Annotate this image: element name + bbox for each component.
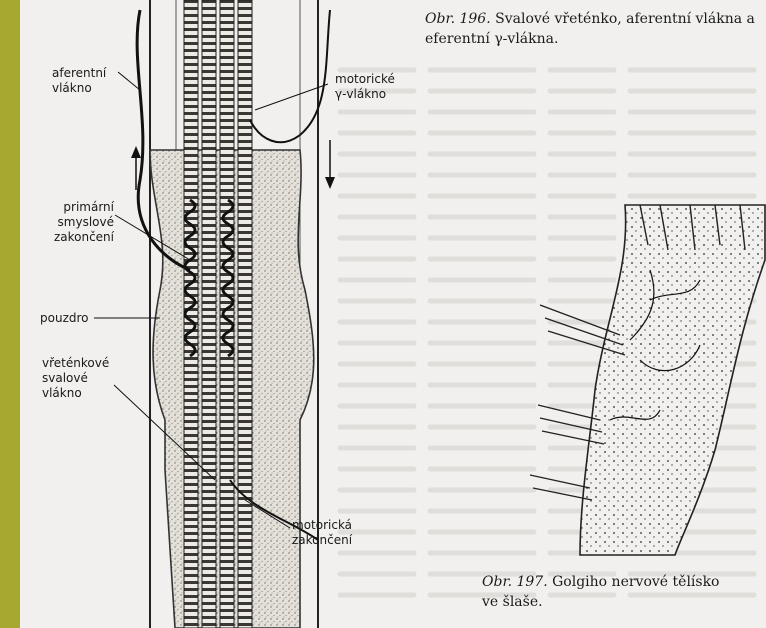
caption-text: ve šlaše. — [482, 594, 543, 610]
caption-text: Golgiho nervové tělísko — [552, 574, 719, 590]
caption-label: Obr. 197. — [482, 574, 548, 590]
figure-197-caption: Obr. 197. Golgiho nervové tělísko ve šla… — [482, 572, 762, 612]
